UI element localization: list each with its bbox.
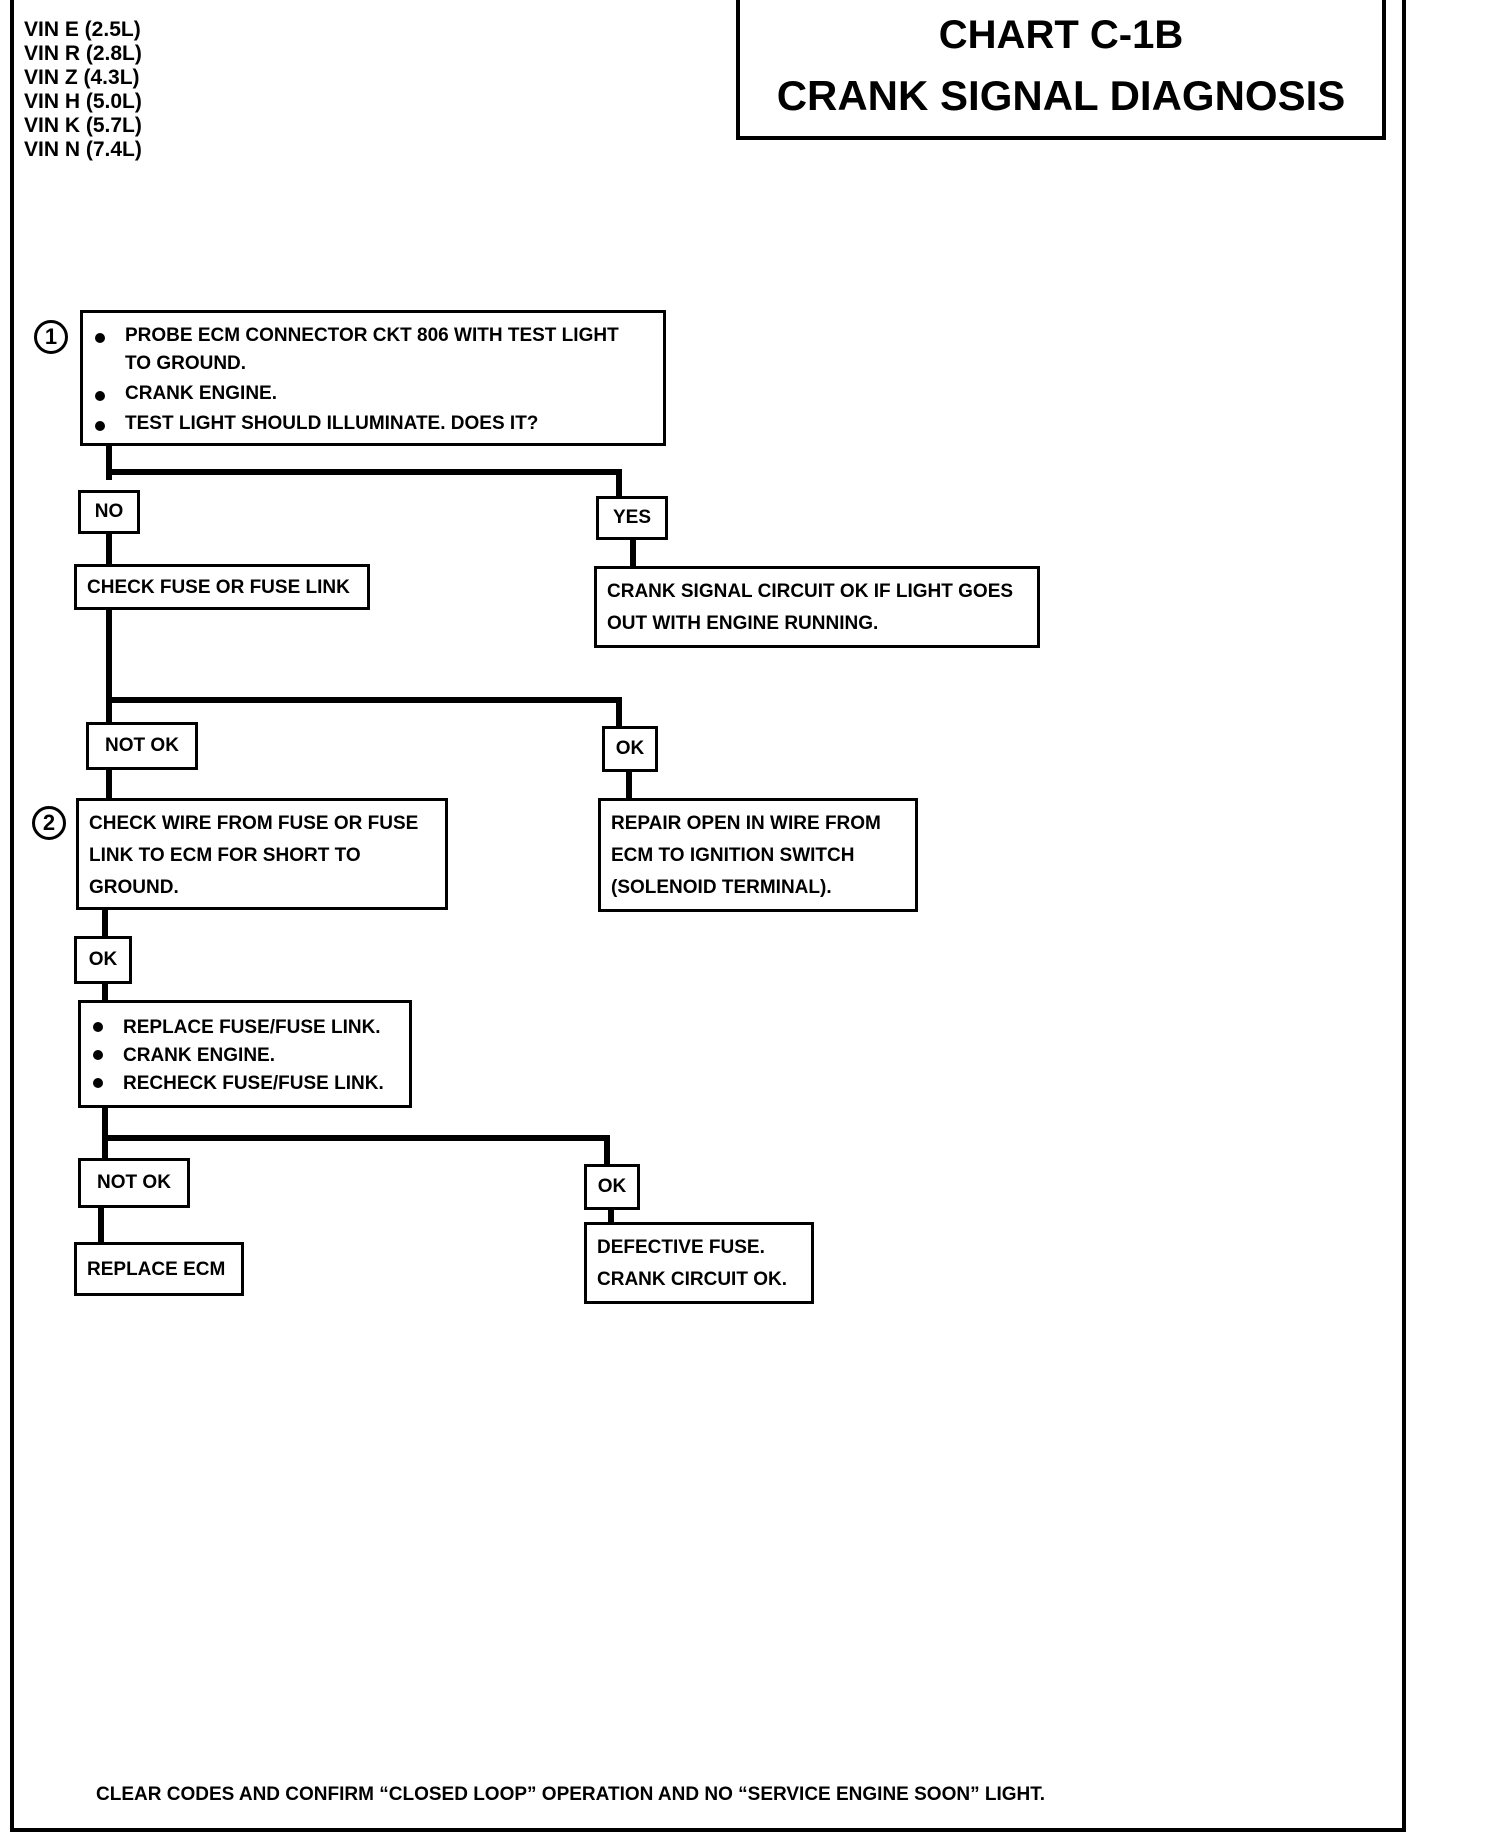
connector-line: [106, 697, 622, 703]
step1-text: PROBE ECM CONNECTOR CKT 806 WITH TEST LI…: [125, 325, 619, 346]
check-fuse-text: CHECK FUSE OR FUSE LINK: [87, 577, 350, 598]
step1-bullet: CRANK ENGINE.: [83, 383, 663, 411]
connector-line: [106, 532, 112, 572]
defective-fuse-box: DEFECTIVE FUSE. CRANK CIRCUIT OK.: [584, 1222, 814, 1304]
vin-item: VIN H (5.0L): [24, 90, 142, 113]
ok-label: OK: [602, 726, 658, 772]
bullet-icon: [93, 1022, 103, 1032]
step1-box: PROBE ECM CONNECTOR CKT 806 WITH TEST LI…: [80, 310, 666, 446]
connector-line: [616, 697, 622, 733]
connector-line: [106, 608, 112, 728]
step2-text: GROUND.: [89, 877, 179, 898]
page-frame: [10, 0, 1406, 1832]
connector-line: [616, 469, 622, 503]
yes-label: YES: [596, 496, 668, 540]
connector-line: [98, 1206, 104, 1244]
replace-fuse-text: RECHECK FUSE/FUSE LINK.: [123, 1073, 384, 1094]
connector-line: [102, 1104, 108, 1162]
bullet-icon: [95, 333, 105, 343]
step2-text: CHECK WIRE FROM FUSE OR FUSE: [89, 813, 419, 834]
bullet-icon: [93, 1050, 103, 1060]
replace-fuse-box: REPLACE FUSE/FUSE LINK. CRANK ENGINE. RE…: [78, 1000, 412, 1108]
connector-line: [102, 1135, 610, 1141]
vin-item: VIN K (5.7L): [24, 114, 142, 137]
replace-fuse-bullet: RECHECK FUSE/FUSE LINK.: [81, 1073, 409, 1101]
step1-text: TO GROUND.: [125, 353, 247, 374]
repair-open-box: REPAIR OPEN IN WIRE FROM ECM TO IGNITION…: [598, 798, 918, 912]
replace-ecm-box: REPLACE ECM: [74, 1242, 244, 1296]
step2-box: CHECK WIRE FROM FUSE OR FUSE LINK TO ECM…: [76, 798, 448, 910]
step1-text: CRANK ENGINE.: [125, 383, 278, 404]
connector-line: [106, 440, 112, 480]
vin-item: VIN R (2.8L): [24, 42, 142, 65]
connector-line: [102, 980, 108, 1002]
connector-line: [630, 540, 636, 566]
connector-line: [626, 770, 632, 800]
repair-open-text: ECM TO IGNITION SWITCH: [611, 845, 855, 866]
footer-note: CLEAR CODES AND CONFIRM “CLOSED LOOP” OP…: [96, 1784, 1046, 1805]
crank-ok-box: CRANK SIGNAL CIRCUIT OK IF LIGHT GOES OU…: [594, 566, 1040, 648]
not-ok-label: NOT OK: [78, 1158, 190, 1208]
bullet-icon: [95, 391, 105, 401]
crank-ok-text: CRANK SIGNAL CIRCUIT OK IF LIGHT GOES: [607, 581, 1014, 602]
step-number: 2: [32, 806, 66, 840]
repair-open-text: REPAIR OPEN IN WIRE FROM: [611, 813, 881, 834]
replace-ecm-text: REPLACE ECM: [87, 1259, 226, 1280]
not-ok-label: NOT OK: [86, 722, 198, 770]
bullet-icon: [93, 1078, 103, 1088]
check-fuse-box: CHECK FUSE OR FUSE LINK: [74, 564, 370, 610]
step-number: 1: [34, 320, 68, 354]
connector-line: [106, 469, 622, 475]
step1-bullet: TEST LIGHT SHOULD ILLUMINATE. DOES IT?: [83, 413, 663, 441]
defective-fuse-text: CRANK CIRCUIT OK.: [597, 1269, 787, 1290]
title-box: CHART C-1B CRANK SIGNAL DIAGNOSIS: [736, 0, 1386, 140]
bullet-icon: [95, 421, 105, 431]
connector-line: [106, 770, 112, 800]
connector-line: [604, 1135, 610, 1179]
ok-label: OK: [74, 936, 132, 984]
step1-bullet: PROBE ECM CONNECTOR CKT 806 WITH TEST LI…: [83, 325, 663, 353]
crank-ok-text: OUT WITH ENGINE RUNNING.: [607, 613, 879, 634]
step1-text: TEST LIGHT SHOULD ILLUMINATE. DOES IT?: [125, 413, 539, 434]
connector-line: [102, 906, 108, 938]
vin-item: VIN N (7.4L): [24, 138, 142, 161]
repair-open-text: (SOLENOID TERMINAL).: [611, 877, 832, 898]
step1-bullet-continuation: TO GROUND.: [83, 353, 663, 381]
no-label: NO: [78, 490, 140, 534]
replace-fuse-bullet: CRANK ENGINE.: [81, 1045, 409, 1073]
chart-subtitle: CRANK SIGNAL DIAGNOSIS: [776, 72, 1346, 119]
vin-item: VIN E (2.5L): [24, 18, 141, 41]
step2-text: LINK TO ECM FOR SHORT TO: [89, 845, 361, 866]
defective-fuse-text: DEFECTIVE FUSE.: [597, 1237, 765, 1258]
chart-title: CHART C-1B: [938, 13, 1184, 57]
ok-label: OK: [584, 1164, 640, 1210]
replace-fuse-bullet: REPLACE FUSE/FUSE LINK.: [81, 1017, 409, 1045]
replace-fuse-text: REPLACE FUSE/FUSE LINK.: [123, 1017, 381, 1038]
replace-fuse-text: CRANK ENGINE.: [123, 1045, 276, 1066]
vin-item: VIN Z (4.3L): [24, 66, 140, 89]
